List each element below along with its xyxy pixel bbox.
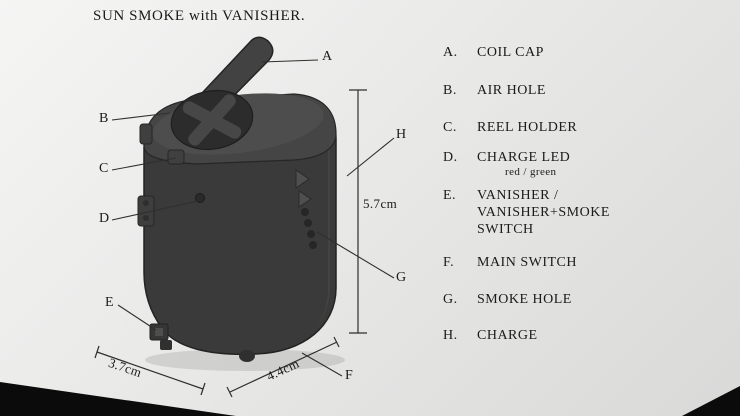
leader-a	[261, 59, 319, 63]
leader-e	[117, 304, 157, 331]
callout-d: D	[99, 211, 110, 226]
legend-letter: F.	[443, 255, 455, 270]
legend-item-charge: H. CHARGE	[443, 327, 538, 344]
legend-label: MAIN SWITCH	[477, 255, 577, 270]
dimension-lines	[94, 89, 367, 398]
left-hinge-top	[139, 123, 153, 145]
legend-letter: C.	[443, 120, 457, 135]
legend-label: REEL HOLDER	[477, 120, 578, 135]
legend-item-reel-holder: C. REEL HOLDER	[443, 119, 577, 136]
page-title: SUN SMOKE with VANISHER.	[93, 8, 306, 24]
callout-c: C	[99, 161, 109, 176]
callout-b: B	[99, 111, 109, 126]
legend-label: AIR HOLE	[477, 83, 546, 98]
legend-label: CHARGE	[477, 328, 538, 343]
leader-f	[301, 352, 343, 377]
leader-g	[316, 231, 395, 279]
front-foot	[239, 350, 255, 362]
smoke-holes	[301, 208, 317, 249]
callout-f: F	[345, 368, 354, 383]
legend-letter: H.	[443, 328, 458, 343]
vanisher-smoke-switch	[298, 190, 312, 208]
legend-item-main-switch: F. MAIN SWITCH	[443, 254, 577, 271]
bottom-latch-button	[155, 328, 163, 336]
legend-label: SMOKE HOLE	[477, 292, 572, 307]
reel-holder-latch	[167, 149, 185, 165]
legend-label: COIL CAP	[477, 45, 544, 60]
legend-item-coil-cap: A. COIL CAP	[443, 44, 544, 61]
callout-e: E	[105, 295, 114, 310]
legend-letter: E.	[443, 188, 457, 203]
leader-b	[111, 112, 171, 121]
legend-label: CHARGE LED	[477, 150, 571, 165]
legend-label: VANISHER /	[477, 188, 559, 203]
hinge-pin	[143, 200, 149, 206]
legend-letter: D.	[443, 150, 458, 165]
legend-label-line3: SWITCH	[477, 222, 534, 237]
air-vent	[170, 89, 254, 151]
callout-h: H	[396, 127, 407, 142]
legend-letter: B.	[443, 83, 457, 98]
legend-sublabel: red / green	[505, 166, 557, 178]
leader-h	[346, 137, 395, 177]
hinge-pin	[143, 215, 149, 221]
legend-item-charge-led: D. CHARGE LED red / green	[443, 149, 570, 179]
dimension-height-label: 5.7cm	[363, 196, 398, 211]
legend-item-vanisher-switch: E. VANISHER / VANISHER+SMOKE SWITCH	[443, 187, 610, 238]
callout-a: A	[322, 49, 333, 64]
legend-item-air-hole: B. AIR HOLE	[443, 82, 546, 99]
left-foot	[160, 340, 172, 350]
legend-letter: A.	[443, 45, 458, 60]
legend-label-line2: VANISHER+SMOKE	[477, 205, 610, 220]
leader-c	[111, 157, 177, 171]
charge-led	[195, 193, 205, 203]
callout-g: G	[396, 270, 407, 285]
vanisher-switch	[295, 169, 310, 189]
legend-item-smoke-hole: G. SMOKE HOLE	[443, 291, 572, 308]
leader-d	[111, 200, 199, 221]
leader-lines	[111, 59, 395, 377]
legend-letter: G.	[443, 292, 458, 307]
